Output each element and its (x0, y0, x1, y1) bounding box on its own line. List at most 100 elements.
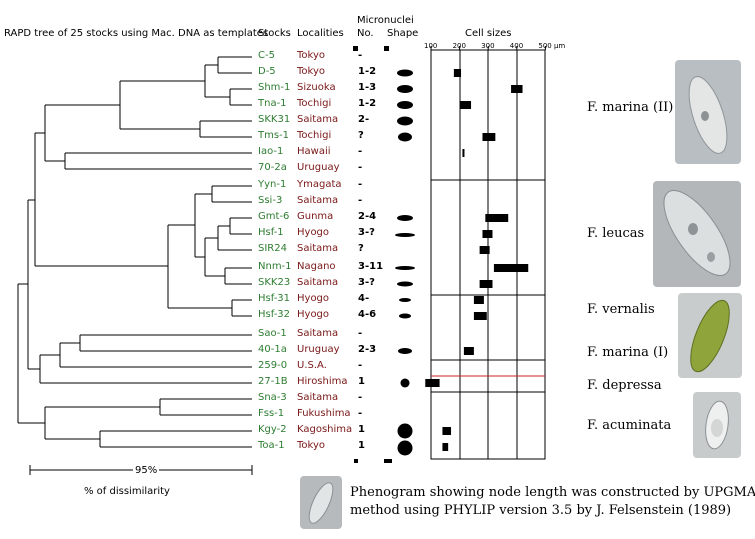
shape-round-toa1 (397, 440, 413, 456)
stock-locality: Kagoshima (297, 424, 353, 435)
size-bar (463, 347, 474, 355)
scale-caption: % of dissimilarity (84, 486, 170, 497)
size-bar (479, 280, 493, 288)
stock-locality: Hawaii (297, 146, 331, 157)
micronuclei-number: 3-11 (358, 261, 384, 272)
stock-locality: Tokyo (297, 50, 325, 61)
stock-name: Hsf-1 (258, 227, 284, 238)
shape-foot-mark (384, 459, 388, 463)
size-tick-label: 400 (509, 42, 524, 50)
stock-locality: Gunma (297, 211, 334, 222)
stock-name: Kgy-2 (258, 424, 287, 435)
species-label-f-acuminata: F. acuminata (587, 418, 672, 433)
size-axis-ticks (430, 46, 546, 50)
stock-name: SKK23 (258, 277, 291, 288)
size-bar (442, 443, 449, 451)
header-micronuclei: Micronuclei (357, 15, 414, 26)
micronuclei-number: 1-3 (358, 82, 377, 93)
micronuclei-number: 2-4 (358, 211, 377, 222)
size-bar (462, 149, 465, 157)
stock-locality: Tochigi (297, 98, 332, 109)
size-bar (482, 133, 496, 141)
shape-rod-hsf31 (399, 298, 411, 302)
size-bar (453, 69, 462, 77)
stock-locality: Sizuoka (297, 82, 336, 93)
species-label-f-marina-i: F. marina (I) (587, 345, 669, 360)
size-gridlines (431, 50, 545, 459)
stock-name: Shm-1 (258, 82, 291, 93)
size-bar (473, 296, 484, 304)
stock-locality: Saitama (297, 277, 339, 288)
size-tick-label: 100 (424, 42, 438, 50)
no-legend-mark (353, 46, 358, 51)
stock-locality: Uruguay (297, 162, 340, 173)
stock-name: SIR24 (258, 243, 287, 254)
stock-name: Hsf-31 (258, 293, 291, 304)
micronuclei-number: ? (358, 130, 364, 141)
shape-rod-hsf1 (395, 233, 415, 237)
shape-oval-d5 (397, 69, 413, 77)
micronuclei-number: - (358, 146, 363, 157)
micronuclei-number: 1-2 (358, 98, 377, 109)
figure-caption: Phenogram showing node length was constr… (350, 484, 755, 520)
micronuclei-number: - (358, 328, 363, 339)
stock-locality: Tokyo (297, 66, 325, 77)
micronuclei-number: 2- (358, 114, 370, 125)
species-label-f-vernalis: F. vernalis (587, 302, 655, 317)
stock-name: Toa-1 (258, 440, 285, 451)
photo-f-leucas (653, 181, 741, 287)
shape-oval-skk31 (397, 116, 413, 126)
micronuclei-shapes (388, 69, 415, 463)
size-bar (473, 312, 487, 320)
stock-name: Ssi-3 (258, 195, 283, 206)
stock-name: D-5 (258, 66, 276, 77)
stock-locality: Ymagata (297, 179, 342, 190)
species-label-f-leucas: F. leucas (587, 226, 645, 241)
micronuclei-number: 2-3 (358, 344, 377, 355)
photo-f-acuminata (693, 392, 741, 458)
shape-round-271b (400, 378, 410, 388)
micronuclei-number: ? (358, 243, 364, 254)
stock-locality: Saitama (297, 328, 339, 339)
stock-name: Gmt-6 (258, 211, 290, 222)
stock-locality: Fukushima (297, 408, 351, 419)
stock-locality: Saitama (297, 243, 339, 254)
shape-legend-mark (384, 46, 389, 51)
stock-name: Hsf-32 (258, 309, 291, 320)
micronuclei-number: 4-6 (358, 309, 377, 320)
stock-name: Tms-1 (258, 130, 290, 141)
micronuclei-number: 1 (358, 440, 365, 451)
stock-locality: Tochigi (297, 130, 332, 141)
header-cell-sizes: Cell sizes (465, 28, 512, 39)
stock-locality: Saitama (297, 392, 339, 403)
stock-name: Tna-1 (258, 98, 287, 109)
header-shape: Shape (387, 28, 419, 39)
micronuclei-number: 1 (358, 424, 365, 435)
figure-title: RAPD tree of 25 stocks using Mac. DNA as… (4, 28, 269, 39)
header-no: No. (357, 28, 374, 39)
stock-locality: Saitama (297, 114, 339, 125)
shape-oval-401a (398, 348, 412, 354)
micronuclei-number: - (358, 162, 363, 173)
shape-rod-skk23 (397, 281, 413, 287)
micronuclei-number: - (358, 360, 363, 371)
no-foot-mark (354, 459, 358, 463)
size-bar (425, 379, 440, 387)
shape-foot-mark-1 (388, 459, 392, 463)
size-bar (479, 246, 490, 254)
stock-name: Iao-1 (258, 146, 284, 157)
micronuclei-number: - (358, 179, 363, 190)
size-tick-label: 200 (452, 42, 466, 50)
species-label-f-depressa: F. depressa (587, 378, 662, 393)
micronuclei-number: 4- (358, 293, 370, 304)
micronuclei-number: 1 (358, 376, 365, 387)
stock-name: 27-1B (258, 376, 288, 387)
stock-locality: Hyogo (297, 293, 330, 304)
header-localities: Localities (297, 28, 344, 39)
size-bar (493, 264, 529, 272)
stock-name: Yyn-1 (258, 179, 287, 190)
micronuclei-number: - (358, 392, 363, 403)
stock-locality: Hyogo (297, 309, 330, 320)
caption-line-2: method using PHYLIP version 3.5 by J. Fe… (350, 503, 732, 518)
micronuclei-number: 3-? (358, 277, 375, 288)
